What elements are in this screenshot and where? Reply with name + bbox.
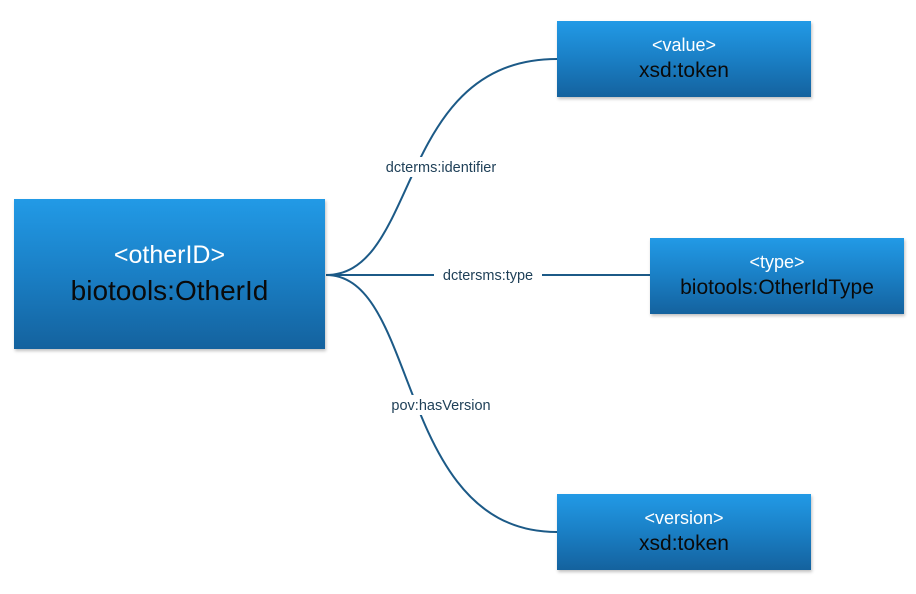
node-version-tag: <version> xyxy=(644,507,724,528)
edge-version-label-bg xyxy=(383,395,499,415)
edge-type-label-bg xyxy=(434,265,542,285)
node-value-type: xsd:token xyxy=(639,59,729,83)
node-type-type: biotools:OtherIdType xyxy=(680,276,874,300)
node-value[interactable]: <value> xsd:token xyxy=(557,21,811,97)
node-type-tag: <type> xyxy=(749,251,805,272)
edge-type-label: dctersms:type xyxy=(443,268,533,284)
edge-version-label: pov:hasVersion xyxy=(391,398,490,414)
node-other-id-tag: <otherID> xyxy=(113,240,226,269)
edge-identifier-label-bg xyxy=(374,157,509,177)
node-other-id[interactable]: <otherID> biotools:OtherId xyxy=(14,199,325,349)
edge-identifier-label: dcterms:identifier xyxy=(386,160,497,176)
node-version-type: xsd:token xyxy=(639,532,729,556)
node-other-id-type: biotools:OtherId xyxy=(70,275,269,307)
node-value-tag: <value> xyxy=(651,34,717,55)
node-type[interactable]: <type> biotools:OtherIdType xyxy=(650,238,904,314)
node-version[interactable]: <version> xsd:token xyxy=(557,494,811,570)
